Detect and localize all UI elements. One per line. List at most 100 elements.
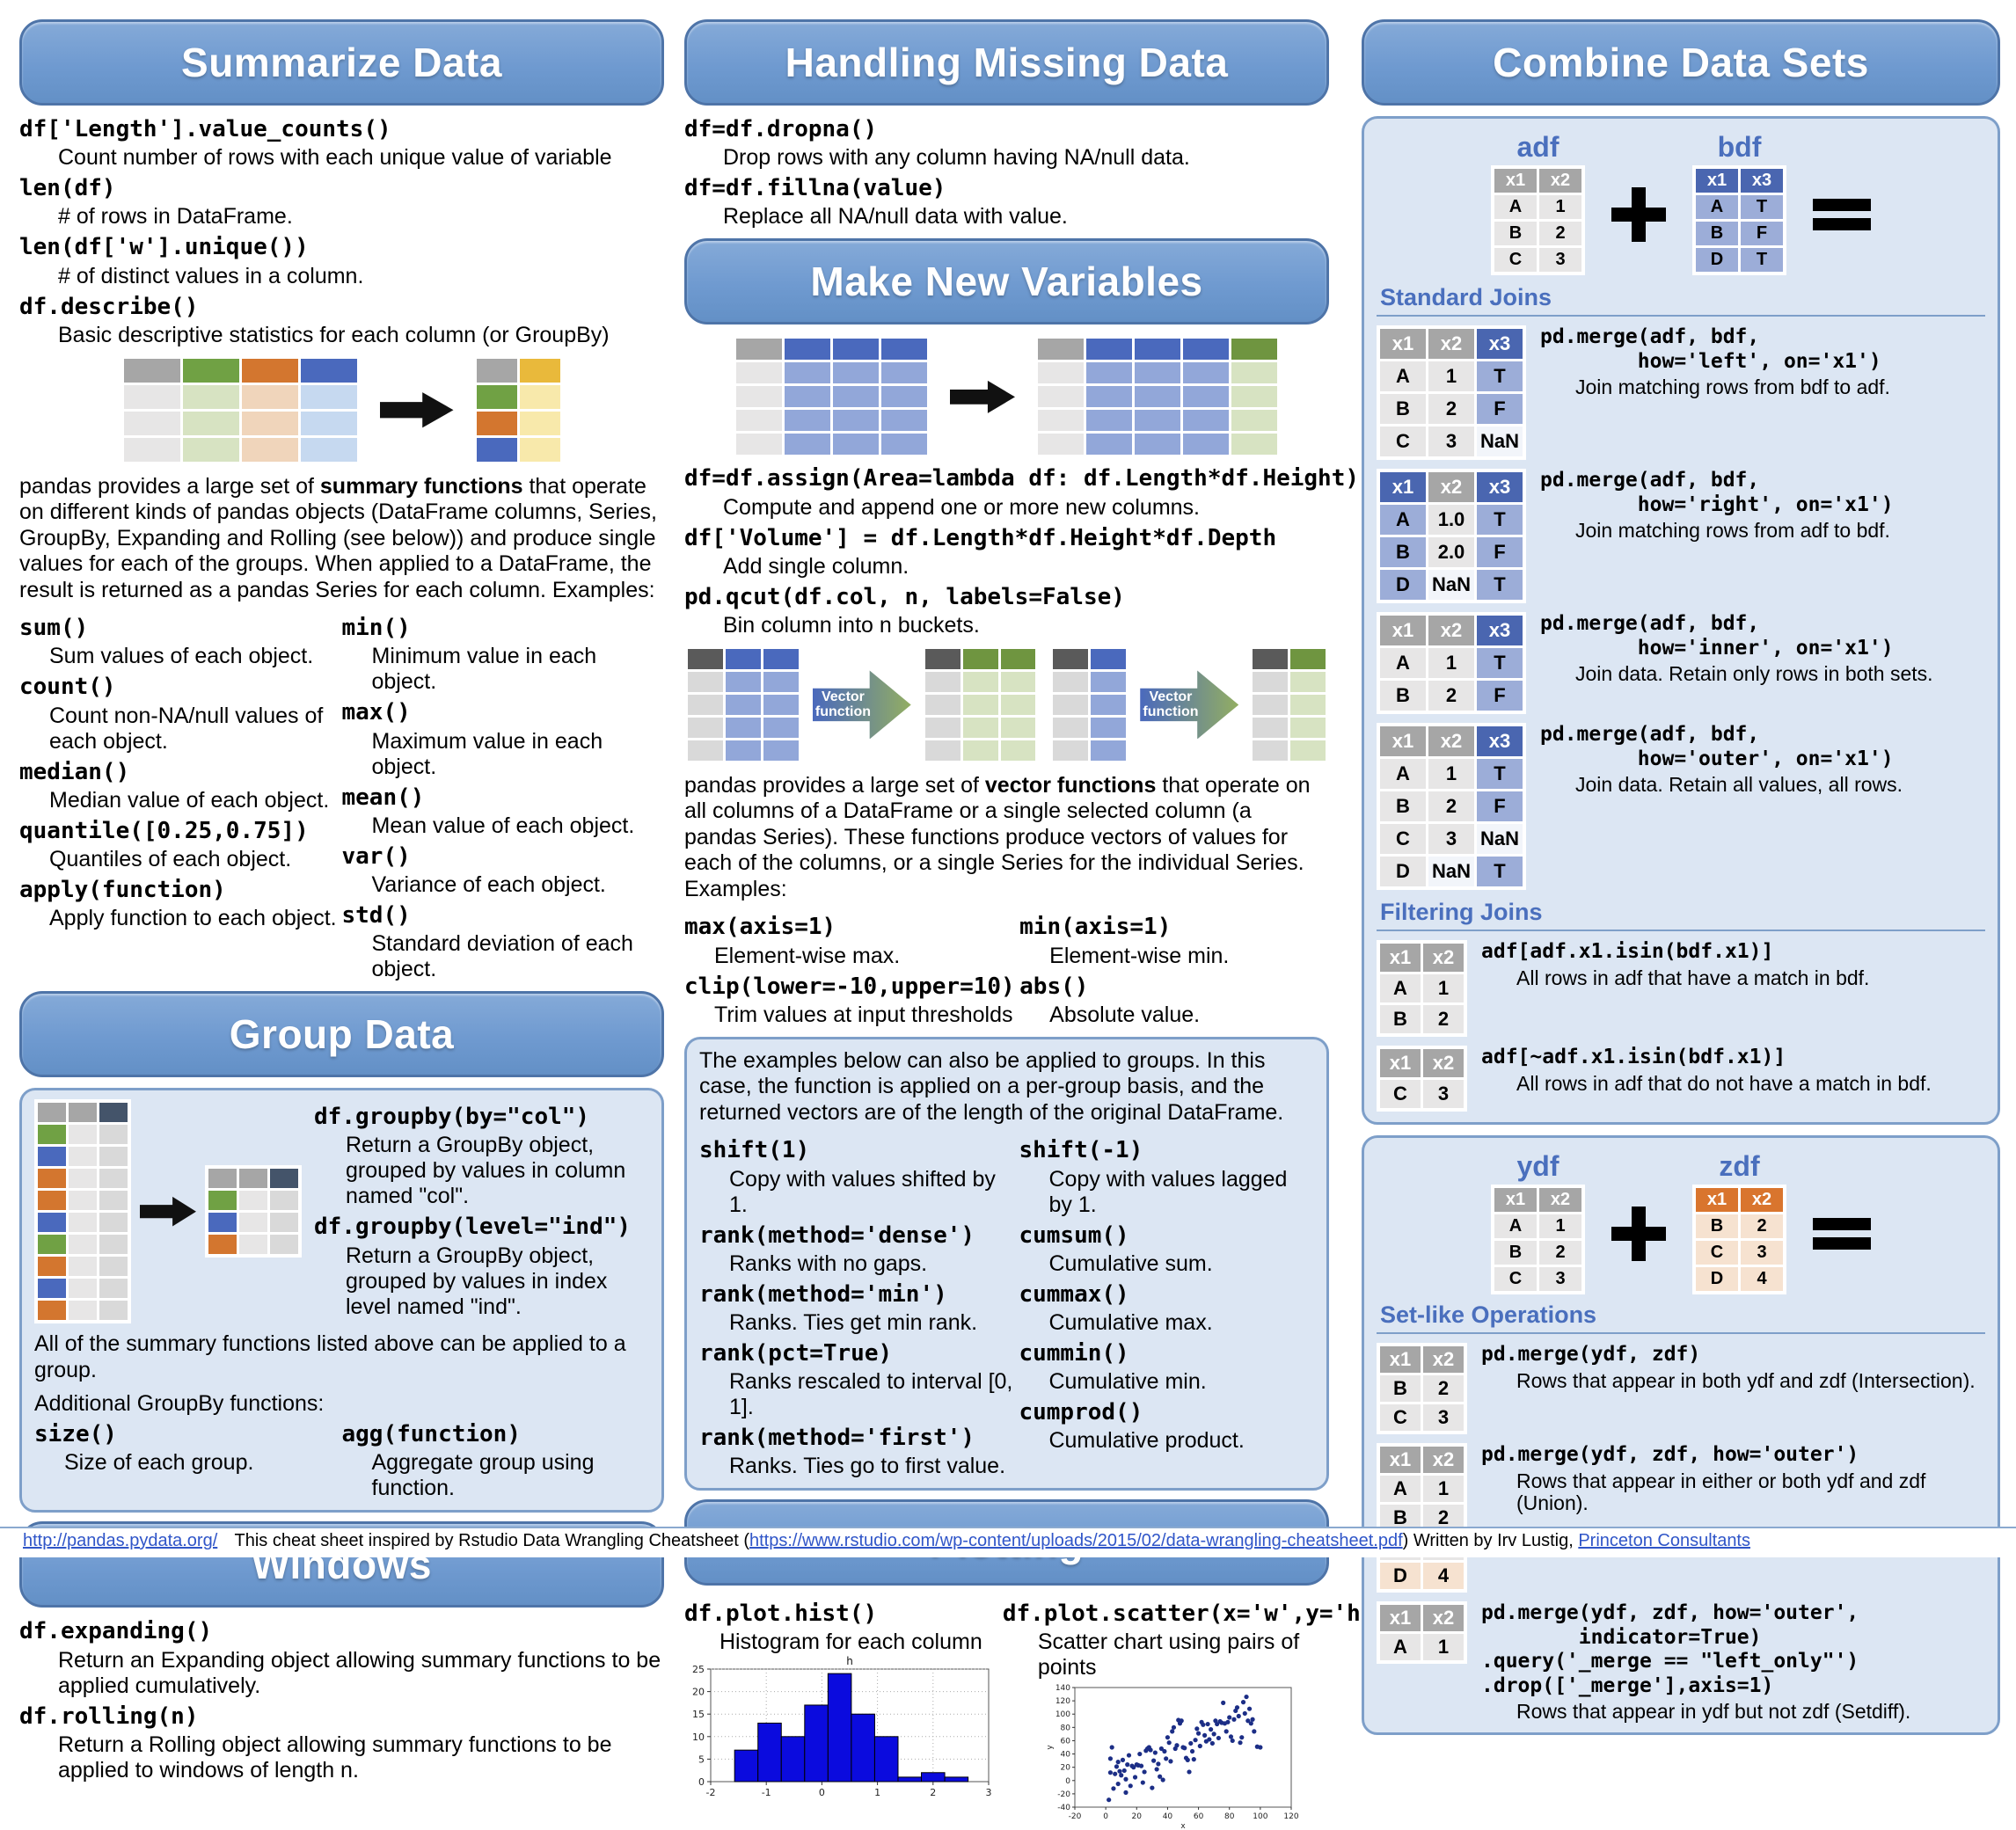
table-cell xyxy=(519,411,560,435)
table-cell xyxy=(785,362,830,384)
code-line: pd.merge(adf, bdf, xyxy=(1540,469,1760,492)
pandas-link[interactable]: http://pandas.pydata.org/ xyxy=(23,1531,218,1550)
code-desc: Scatter chart using pairs of points xyxy=(1037,1630,1300,1681)
table-cell xyxy=(1135,434,1180,456)
table-cell xyxy=(1038,362,1084,384)
svg-text:0: 0 xyxy=(1103,1812,1108,1821)
table-cell: x2 xyxy=(1423,1346,1464,1373)
svg-text:40: 40 xyxy=(1060,1751,1070,1760)
code-entry: sum() xyxy=(19,615,89,642)
dataframe-diagram xyxy=(684,645,802,764)
table-cell xyxy=(69,1235,97,1255)
table-cell xyxy=(270,1235,298,1255)
table-cell: 3 xyxy=(1428,824,1474,854)
code-desc: Ranks rescaled to interval [0, 1]. xyxy=(729,1369,1013,1420)
table-cell xyxy=(833,434,879,456)
code-entry: df.describe() xyxy=(19,293,199,320)
table-cell: 1 xyxy=(1423,1634,1464,1660)
table-cell: T xyxy=(1477,361,1523,391)
table-cell xyxy=(881,339,927,361)
code-line: pd.merge(ydf, zdf) xyxy=(1481,1343,1701,1366)
code-entry: clip(lower=-10,upper=10) xyxy=(684,973,1015,1000)
table-cell xyxy=(300,437,357,462)
princeton-consultants-link[interactable]: Princeton Consultants xyxy=(1578,1531,1750,1550)
table-cell: 3 xyxy=(1741,1241,1783,1265)
group-note: Additional GroupBy functions: xyxy=(34,1391,325,1417)
table-cell xyxy=(99,1125,128,1145)
grouped-result-diagram xyxy=(205,1165,302,1258)
code-entry: cummin() xyxy=(1019,1339,1129,1367)
table-cell xyxy=(182,384,239,409)
table-cell: x3 xyxy=(1477,726,1523,756)
table-cell xyxy=(881,362,927,384)
table-cell xyxy=(736,339,782,361)
table-cell xyxy=(1253,671,1289,692)
code-desc: Count non-NA/null values of each object. xyxy=(49,703,324,754)
svg-text:2: 2 xyxy=(930,1787,936,1798)
table-cell xyxy=(38,1191,66,1211)
table-cell: 4 xyxy=(1423,1563,1464,1589)
table-cell xyxy=(1231,410,1277,432)
table-cell xyxy=(123,437,180,462)
code-desc: Count number of rows with each unique va… xyxy=(58,145,612,171)
table-cell xyxy=(182,437,239,462)
table-cell xyxy=(736,410,782,432)
code-entry: len(df['w'].unique()) xyxy=(19,234,309,261)
table-cell: T xyxy=(1741,195,1783,219)
table-cell xyxy=(1053,740,1089,761)
table-cell: x1 xyxy=(1696,169,1738,193)
table-cell: A xyxy=(1380,1476,1421,1502)
table-cell xyxy=(1038,339,1084,361)
code-entry: count() xyxy=(19,674,116,701)
table-cell: D xyxy=(1380,1563,1421,1589)
groupby-entries: df.groupby(by="col")Return a GroupBy obj… xyxy=(314,1099,649,1323)
code-desc: Median value of each object. xyxy=(49,787,330,813)
table-cell: x3 xyxy=(1741,169,1783,193)
table-cell xyxy=(1038,410,1084,432)
svg-text:10: 10 xyxy=(692,1732,705,1743)
table-cell xyxy=(736,386,782,408)
table-cell xyxy=(924,694,961,715)
code-desc: Size of each group. xyxy=(64,1450,254,1476)
table-cell xyxy=(785,339,830,361)
table-cell: T xyxy=(1477,505,1523,535)
table-cell xyxy=(1290,694,1326,715)
table-cell xyxy=(38,1279,66,1299)
code-desc: Sum values of each object. xyxy=(49,644,314,669)
rstudio-cheatsheet-link[interactable]: https://www.rstudio.com/wp-content/uploa… xyxy=(749,1531,1403,1550)
table-cell: B xyxy=(1494,1241,1537,1265)
table-cell xyxy=(38,1235,66,1255)
code-desc: # of distinct values in a column. xyxy=(58,263,364,288)
table-cell: 2 xyxy=(1423,1005,1464,1033)
table-cell xyxy=(69,1169,97,1189)
table-cell: D xyxy=(1380,857,1426,886)
set-like-operations-heading: Set-like Operations xyxy=(1377,1301,1985,1334)
svg-text:1: 1 xyxy=(874,1787,880,1798)
code-line: .query('_merge == "left_only"') xyxy=(1481,1650,1859,1673)
table-cell xyxy=(1290,648,1326,669)
table-cell: 1 xyxy=(1428,759,1474,789)
table-cell: x1 xyxy=(1380,726,1426,756)
code-desc: Mean value of each object. xyxy=(371,813,635,838)
table-cell: C xyxy=(1696,1241,1738,1265)
code-desc: Apply function to each object. xyxy=(49,906,337,931)
table-cell xyxy=(270,1191,298,1211)
table-cell xyxy=(688,648,723,669)
code-desc: Cumulative sum. xyxy=(1048,1250,1213,1276)
table-cell xyxy=(962,648,998,669)
table-cell xyxy=(69,1213,97,1233)
code-desc: Bin column into n buckets. xyxy=(723,612,980,638)
table-cell: B xyxy=(1696,222,1738,245)
svg-text:80: 80 xyxy=(1224,1812,1235,1821)
table-cell xyxy=(1086,362,1132,384)
table-cell xyxy=(1253,740,1289,761)
code-entry: std() xyxy=(341,902,411,929)
table-cell: A xyxy=(1380,361,1426,391)
grouped-source-diagram xyxy=(34,1099,131,1324)
code-entry: size() xyxy=(34,1421,117,1448)
code-entry: rank(pct=True) xyxy=(699,1339,893,1367)
